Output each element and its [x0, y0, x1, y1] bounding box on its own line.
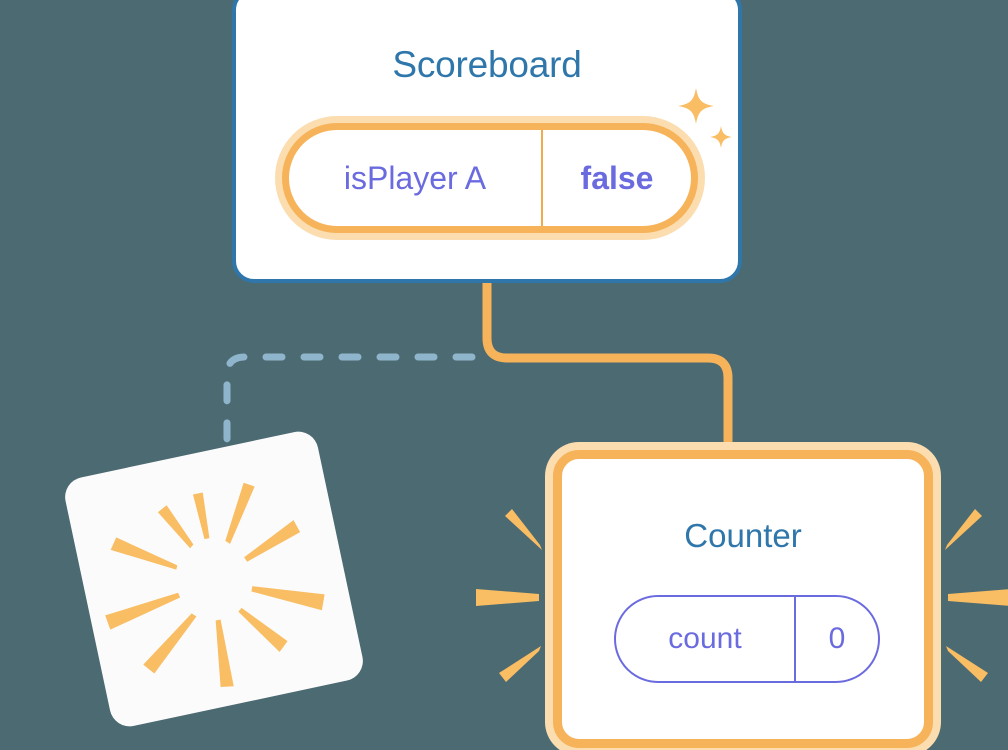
emphasis-ray-right — [945, 509, 982, 550]
burst-ray — [110, 537, 178, 570]
burst-ray — [225, 482, 255, 544]
ghost-card[interactable] — [61, 427, 367, 731]
burst-ray — [157, 505, 194, 549]
scoreboard-state-pill[interactable]: isPlayer A false — [282, 123, 698, 233]
burst-ray — [238, 607, 288, 652]
emphasis-ray-left — [505, 509, 542, 550]
burst-ray — [143, 613, 197, 674]
counter-state-key: count — [616, 597, 796, 681]
scoreboard-state-value: false — [580, 159, 654, 196]
counter-title: Counter — [684, 517, 802, 554]
burst-ray — [215, 619, 234, 687]
counter-card[interactable]: Counter count 0 — [553, 450, 933, 748]
emphasis-ray-left — [476, 589, 539, 606]
scoreboard-state-key: isPlayer A — [289, 130, 543, 226]
emphasis-ray-right — [946, 646, 988, 682]
burst-ray — [105, 592, 181, 630]
connector-scoreboard-to-counter — [482, 280, 733, 468]
counter-state-pill[interactable]: count 0 — [614, 595, 880, 683]
scoreboard-title: Scoreboard — [392, 44, 582, 85]
ghost-card-burst — [105, 482, 325, 687]
burst-ray — [192, 492, 210, 540]
emphasis-ray-left — [499, 646, 541, 682]
burst-ray — [251, 586, 325, 611]
counter-state-value: 0 — [828, 622, 846, 655]
scoreboard-card[interactable]: Scoreboard isPlayer A false — [232, 0, 742, 283]
emphasis-ray-right — [948, 589, 1008, 606]
burst-ray — [244, 520, 301, 562]
